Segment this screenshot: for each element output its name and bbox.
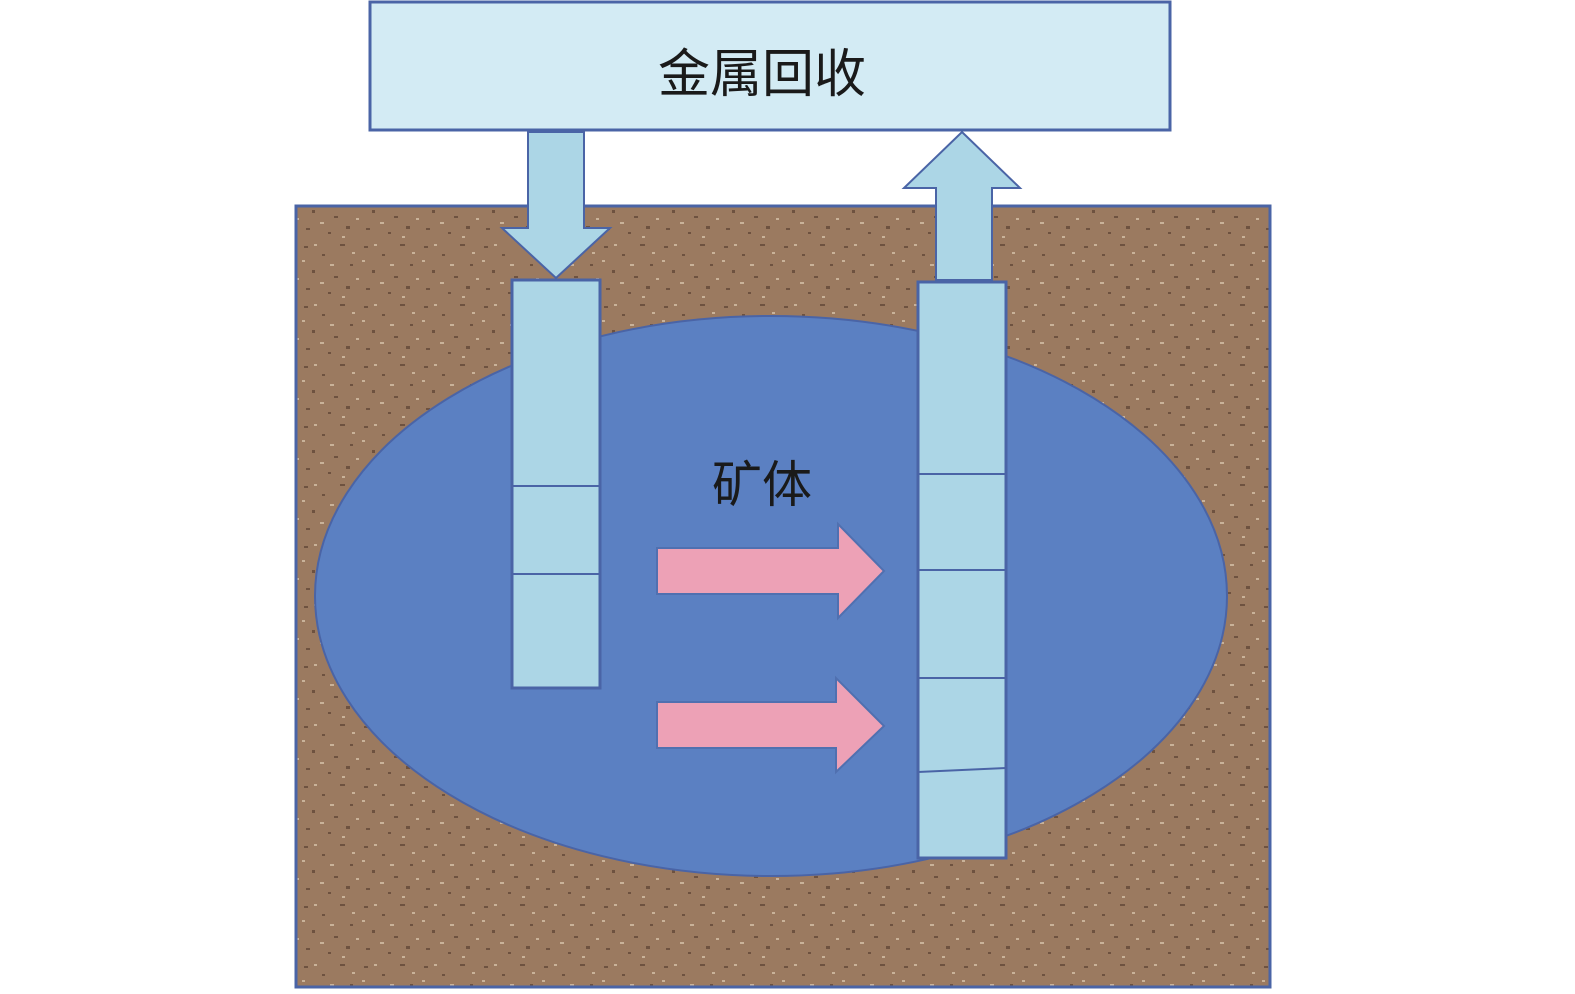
ore-body — [314, 315, 1228, 877]
down-arrow-icon — [499, 131, 613, 280]
metal-recovery-box — [368, 0, 1172, 132]
ore-body-label: 矿体 — [712, 456, 812, 514]
flow-arrow-upper-icon — [656, 521, 886, 621]
metal-recovery-label: 金属回收 — [658, 45, 866, 105]
injection-well — [510, 278, 602, 690]
flow-arrow-lower-icon — [656, 675, 886, 775]
up-arrow-icon — [901, 130, 1023, 281]
extraction-well — [916, 280, 1008, 860]
